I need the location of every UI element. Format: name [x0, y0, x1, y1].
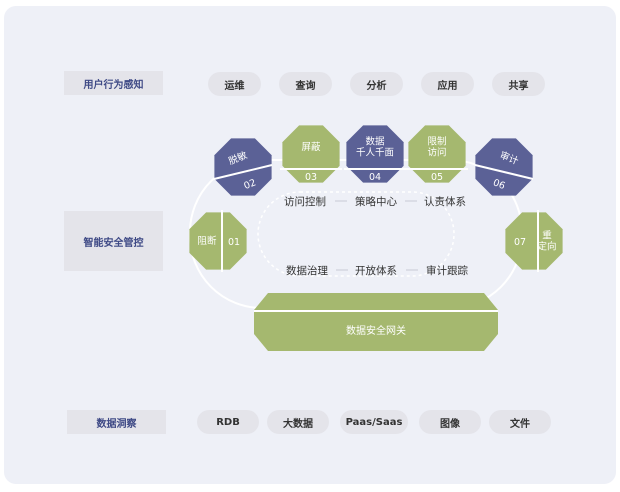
center-access-control: 访问控制 [284, 195, 326, 208]
row-label-data-insight: 数据洞察 [67, 410, 166, 434]
pill-file: 文件 [489, 410, 551, 434]
inner-ring [257, 191, 455, 277]
control-02-octagon [214, 138, 272, 196]
gateway-label: 数据安全网关 [346, 324, 406, 337]
pill-image: 图像 [419, 410, 481, 434]
control-01-number: 01 [228, 237, 240, 248]
pill-bigdata: 大数据 [267, 410, 329, 434]
control-06-number: 06 [491, 177, 506, 192]
pill-analysis: 分析 [350, 72, 403, 96]
control-03: 屏蔽 03 [280, 125, 342, 183]
pill-application: 应用 [421, 72, 474, 96]
center-open-system: 开放体系 [355, 264, 397, 277]
pill-share: 共享 [492, 72, 545, 96]
pill-rdb: RDB [197, 410, 259, 434]
control-03-label: 屏蔽 [301, 141, 321, 153]
pill-ops: 运维 [208, 72, 261, 96]
control-03-number: 03 [305, 172, 317, 183]
control-05-label: 限制访问 [427, 136, 446, 159]
row-label-security-control: 智能安全管控 [64, 211, 163, 271]
center-bottom-row: 数据治理 开放体系 审计跟踪 [286, 264, 468, 277]
control-05: 限制访问 05 [406, 125, 468, 183]
control-07: 重定向 07 [505, 210, 563, 272]
control-06-octagon [475, 138, 533, 196]
center-top-row: 访问控制 策略中心 认责体系 [284, 195, 466, 208]
control-07-octagon [505, 212, 563, 270]
control-01: 阻断 01 [189, 210, 247, 272]
control-02-divider [213, 164, 273, 180]
pill-paas-saas: Paas/Saas [340, 410, 408, 434]
control-07-label: 重定向 [537, 230, 556, 253]
control-04-label: 数据千人千面 [356, 136, 394, 159]
control-04-number: 04 [369, 172, 381, 183]
row-label-user-behavior: 用户行为感知 [64, 71, 163, 95]
center-audit-tracking: 审计跟踪 [426, 264, 468, 277]
control-05-number: 05 [431, 172, 443, 183]
center-data-governance: 数据治理 [286, 264, 328, 277]
control-02-number: 02 [242, 177, 257, 192]
gateway-shape [254, 293, 498, 351]
control-04: 数据千人千面 04 [344, 125, 406, 183]
control-01-label: 阻断 [197, 235, 217, 247]
center-policy-center: 策略中心 [355, 195, 397, 208]
pill-query: 查询 [279, 72, 332, 96]
control-01-octagon [189, 212, 247, 270]
center-accountability: 认责体系 [424, 195, 466, 208]
control-06-divider [474, 164, 534, 180]
control-07-number: 07 [514, 237, 526, 248]
security-gateway: 数据安全网关 [254, 293, 498, 351]
